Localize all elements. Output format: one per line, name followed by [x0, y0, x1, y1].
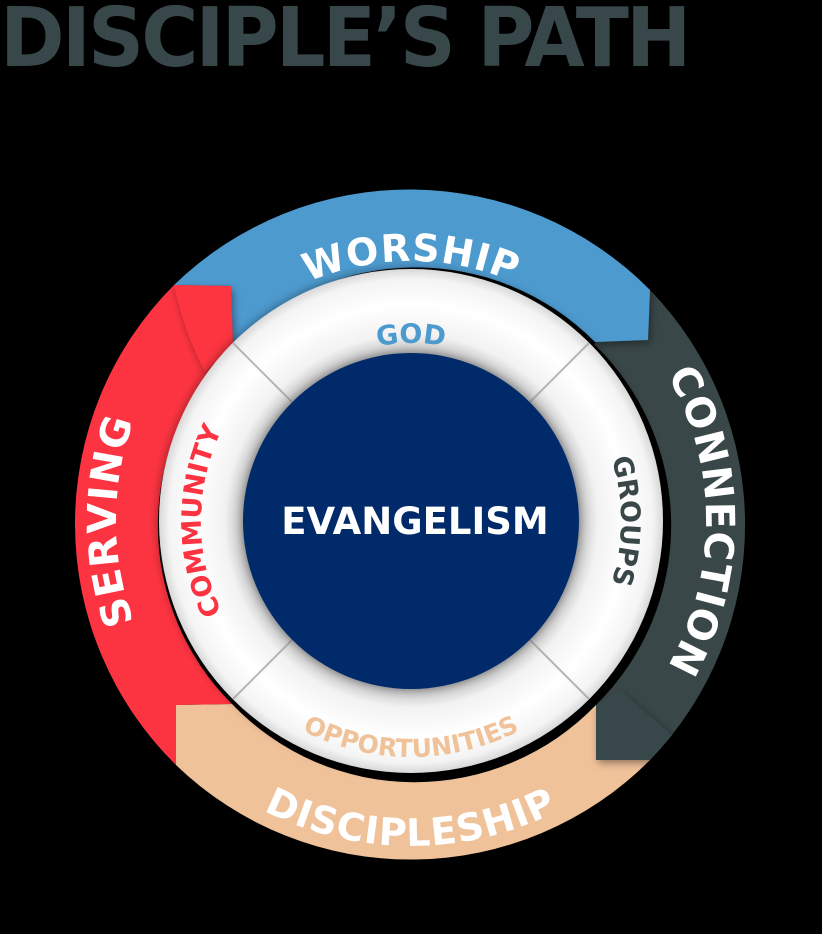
- outer-tab-serving: [174, 285, 233, 372]
- outer-segment-worship: [174, 189, 650, 346]
- inner-label-god: GOD: [374, 319, 447, 353]
- center-label: EVANGELISM: [281, 500, 548, 543]
- outer-segment-connection: [594, 290, 746, 760]
- center-circle: [243, 353, 579, 689]
- page-title: DISCIPLE’S PATH: [0, 0, 691, 86]
- outer-segment-discipleship: [176, 704, 650, 860]
- outer-segment-serving: [74, 285, 234, 765]
- inner-ring-seams: [232, 342, 590, 700]
- outer-tab-connection: [596, 690, 672, 760]
